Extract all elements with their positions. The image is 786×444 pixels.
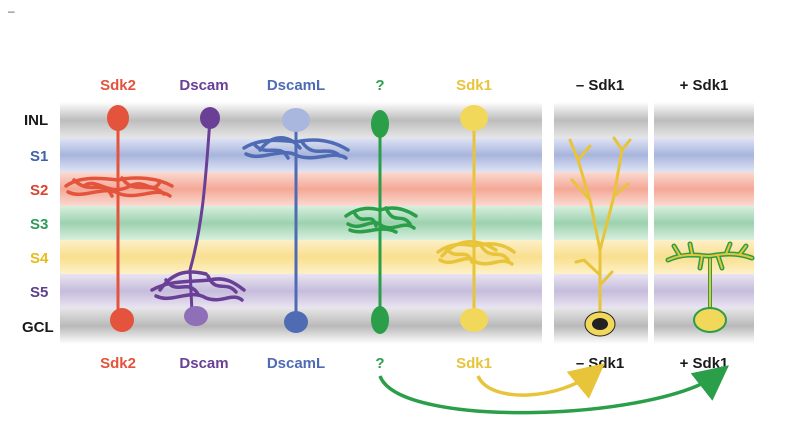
dscaml-soma-top: [282, 108, 310, 132]
layer-label-s2: S2: [30, 182, 48, 199]
label-top-unknown: ?: [375, 77, 384, 94]
label-top-sdk1: Sdk1: [456, 77, 492, 94]
neuron-sdk2: [64, 105, 174, 332]
unknown-soma-top: [371, 110, 389, 138]
label-bottom-plus-sdk1: + Sdk1: [680, 355, 729, 372]
dscaml-arbor: [242, 136, 350, 160]
neuron-dscaml: [242, 108, 350, 333]
unknown-arbor: [344, 206, 418, 234]
layer-bands: [60, 102, 754, 344]
sdk2-soma-bottom: [110, 308, 134, 332]
sdk2-soma-top: [107, 105, 129, 131]
label-top-dscam: Dscam: [179, 77, 228, 94]
label-top-dscaml: DscamL: [267, 77, 325, 94]
dscam-arbor: [150, 270, 246, 302]
corner-mark: –: [8, 4, 15, 18]
band-block-plus: [654, 102, 754, 344]
sdk1-soma-bottom: [460, 308, 488, 332]
dscaml-soma-bottom: [284, 311, 308, 333]
yellow-arrow: [476, 363, 605, 399]
column-labels-bottom: Sdk2 Dscam DscamL ? Sdk1 – Sdk1 + Sdk1: [100, 355, 728, 372]
layer-label-s3: S3: [30, 216, 48, 233]
layer-labels: INL S1 S2 S3 S4 S5 GCL: [22, 112, 54, 336]
label-bottom-unknown: ?: [375, 355, 384, 372]
label-bottom-dscaml: DscamL: [267, 355, 325, 372]
minus-sdk1-nucleus: [592, 318, 608, 330]
layer-label-inl: INL: [24, 112, 48, 129]
neuron-dscam: [150, 107, 246, 326]
neuron-unknown: [344, 110, 418, 334]
neuron-plus-sdk1: [665, 241, 755, 333]
green-arrow: [378, 365, 729, 415]
label-top-sdk2: Sdk2: [100, 77, 136, 94]
sdk1-soma-top: [460, 105, 488, 131]
layer-label-gcl: GCL: [22, 319, 54, 336]
sdk1-arbor: [436, 239, 516, 266]
neuron-minus-sdk1: [568, 136, 632, 337]
label-top-minus-sdk1: – Sdk1: [576, 77, 624, 94]
label-top-plus-sdk1: + Sdk1: [680, 77, 729, 94]
dscam-soma-top: [200, 107, 220, 129]
layer-label-s4: S4: [30, 250, 49, 267]
band-block-main: [60, 102, 542, 344]
neuron-sdk1: [436, 105, 516, 332]
unknown-soma-bottom: [371, 306, 389, 334]
label-bottom-sdk1: Sdk1: [456, 355, 492, 372]
label-bottom-minus-sdk1: – Sdk1: [576, 355, 624, 372]
dscam-soma-bottom: [184, 306, 208, 326]
label-bottom-sdk2: Sdk2: [100, 355, 136, 372]
layer-label-s5: S5: [30, 284, 48, 301]
column-labels-top: Sdk2 Dscam DscamL ? Sdk1 – Sdk1 + Sdk1: [100, 77, 728, 94]
label-bottom-dscam: Dscam: [179, 355, 228, 372]
sdk2-arbor: [64, 176, 174, 198]
layer-label-s1: S1: [30, 148, 48, 165]
